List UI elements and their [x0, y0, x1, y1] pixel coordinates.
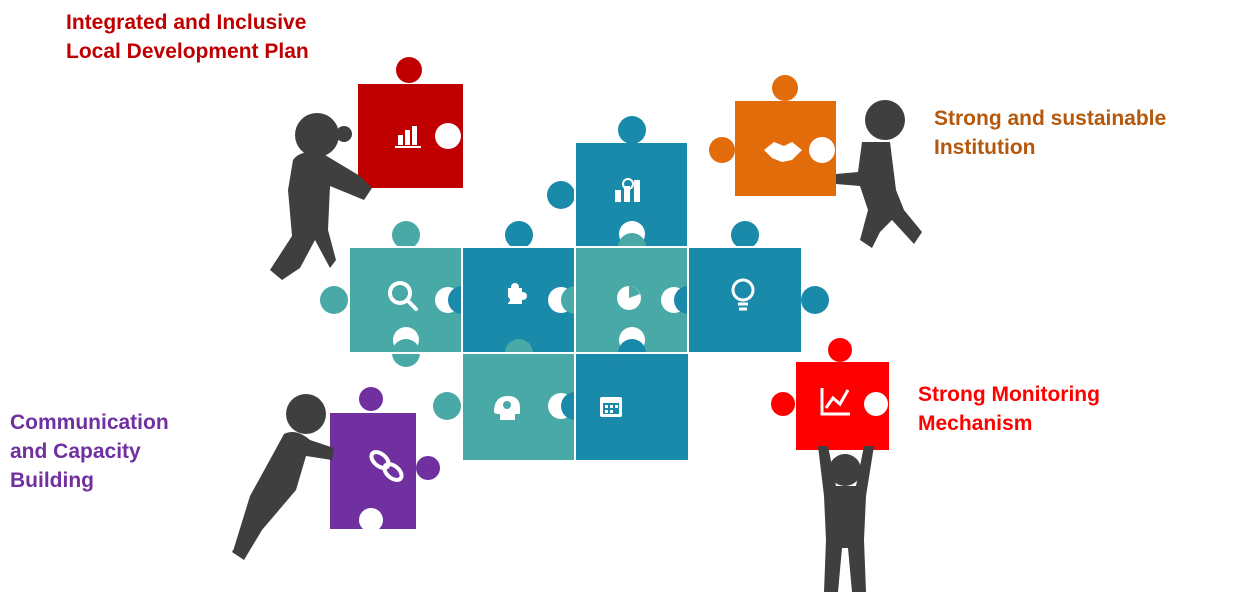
calendar-icon	[600, 397, 622, 417]
central-puzzle-grid	[320, 116, 829, 460]
person-pushing-plan	[270, 113, 372, 280]
lightbulb-icon	[731, 278, 755, 311]
handshake-icon	[764, 142, 802, 162]
puzzle-piece-icon	[504, 283, 527, 304]
monitoring-label-line2: Mechanism	[918, 412, 1033, 435]
line-chart-icon	[820, 388, 850, 416]
plan-label-line2: Local Development Plan	[66, 40, 309, 63]
puzzle-piece-idea	[689, 221, 829, 353]
person-lifting-monitoring	[818, 446, 874, 592]
monitoring-puzzle-piece	[771, 338, 889, 450]
puzzle-piece-calendar	[576, 354, 688, 460]
communication-label: Communication and Capacity Building	[10, 408, 169, 495]
head-brain-icon	[494, 396, 520, 420]
chain-link-icon	[369, 450, 404, 482]
growth-chart-icon	[615, 178, 640, 202]
monitoring-label-line1: Strong Monitoring	[918, 383, 1100, 406]
plan-label: Integrated and Inclusive Local Developme…	[66, 8, 309, 66]
puzzle-piece-top	[547, 116, 688, 247]
communication-label-line1: Communication	[10, 411, 169, 434]
institution-puzzle-piece	[709, 75, 836, 196]
pie-chart-icon	[617, 286, 641, 310]
plan-puzzle-piece	[358, 57, 463, 188]
monitoring-label: Strong Monitoring Mechanism	[918, 380, 1100, 438]
magnifier-icon	[388, 281, 418, 311]
bar-chart-icon	[395, 126, 421, 148]
communication-puzzle-piece	[330, 387, 440, 532]
person-pushing-institution	[836, 100, 922, 248]
person-pushing-communication	[232, 394, 334, 560]
institution-label: Strong and sustainable Institution	[934, 104, 1166, 162]
institution-label-line2: Institution	[934, 136, 1036, 159]
plan-label-line1: Integrated and Inclusive	[66, 11, 307, 34]
communication-label-line3: Building	[10, 469, 94, 492]
communication-label-line2: and Capacity	[10, 440, 141, 463]
institution-label-line1: Strong and sustainable	[934, 107, 1167, 130]
